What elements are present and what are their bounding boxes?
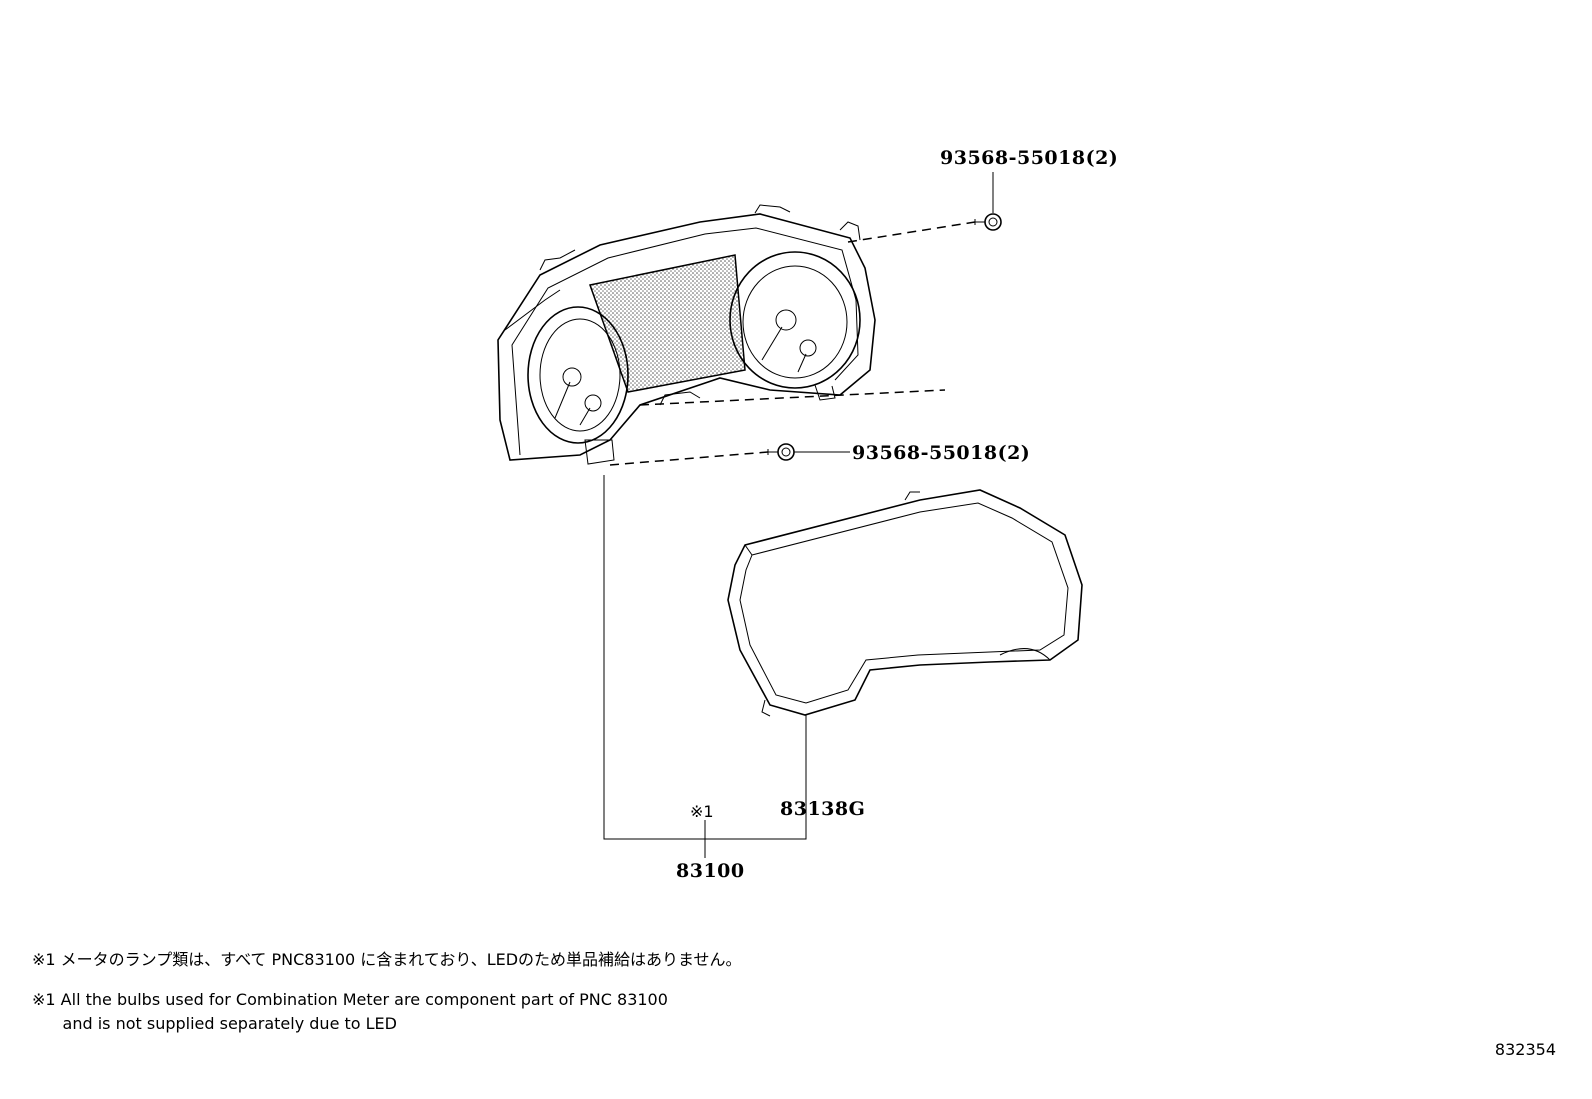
tachometer-gauge [729,251,861,389]
callout-meter: 83100 [676,860,745,882]
alignment-lines [609,221,976,466]
note-japanese: ※1 メータのランプ類は、すべて PNC83100 に含まれており、LEDのため… [32,950,742,969]
callout-screw-upper: 93568-55018(2) [940,147,1118,169]
diagram-code: 832354 [1494,1040,1556,1059]
leader-lines [603,172,994,858]
speedometer-gauge [527,306,629,444]
notes-block: ※1 メータのランプ類は、すべて PNC83100 に含まれており、LEDのため… [32,948,742,1036]
combination-meter-drawing [497,204,876,465]
note-english-line1: ※1 All the bulbs used for Combination Me… [32,990,668,1009]
screw-upper-icon [974,213,1002,231]
screw-lower-icon [767,443,795,461]
meter-lens-drawing [727,489,1083,717]
note-english-line2: and is not supplied separately due to LE… [32,1014,397,1033]
lcd-display [589,254,746,393]
callout-note-mark: ※1 [690,802,714,821]
callout-screw-lower: 93568-55018(2) [852,442,1030,464]
callout-lens: 83138G [780,798,865,820]
